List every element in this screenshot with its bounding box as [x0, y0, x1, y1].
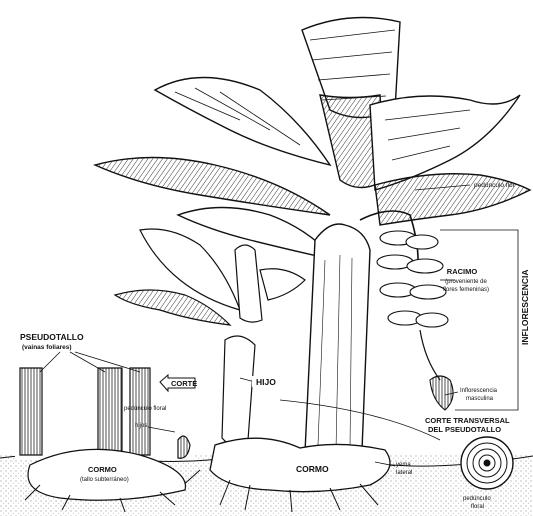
label-cormo-inset: CORMO	[88, 465, 117, 474]
label-hijos: hijos	[135, 423, 147, 429]
label-cormo-inset-2: (tallo subterráneo)	[80, 477, 129, 483]
label-racimo-2: (proveniente de	[445, 279, 487, 285]
label-pedunculo-flor: pedúnculo flor	[474, 182, 516, 189]
main-pseudostem	[305, 224, 370, 460]
label-pedunculo-floral: pedúnculo	[463, 496, 491, 502]
label-pedunculo-floral-2: floral	[471, 504, 484, 510]
male-bud	[430, 376, 453, 410]
label-pedunculo-floral-inset: pedúnculo floral	[124, 406, 166, 412]
label-pseudotallo-2: (vainas foliares)	[22, 344, 72, 351]
label-inflo-masc: Inflorescencia	[460, 388, 498, 394]
label-yema-2: lateral	[396, 470, 412, 476]
fruit-bunch	[360, 211, 453, 410]
leaf-left-long	[95, 158, 330, 216]
label-racimo: RACIMO	[447, 267, 478, 276]
label-inflorescencia: INFLORESCENCIA	[520, 269, 530, 345]
label-cormo-main: CORMO	[296, 464, 329, 474]
label-yema: yema	[396, 462, 411, 468]
cross-section	[461, 437, 513, 489]
label-hijo: HIJO	[256, 377, 276, 387]
label-racimo-3: flores femeninas)	[443, 287, 489, 293]
label-corte-transversal-2: DEL PSEUDOTALLO	[428, 425, 501, 434]
label-corte-transversal: CORTE TRANSVERSAL	[425, 416, 510, 425]
leaf-top-left	[155, 78, 330, 166]
label-pseudotallo: PSEUDOTALLO	[20, 332, 84, 342]
main-plant-leaves	[95, 18, 530, 261]
label-corte: CORTE	[171, 379, 197, 388]
label-inflo-masc-2: masculina	[466, 396, 494, 402]
